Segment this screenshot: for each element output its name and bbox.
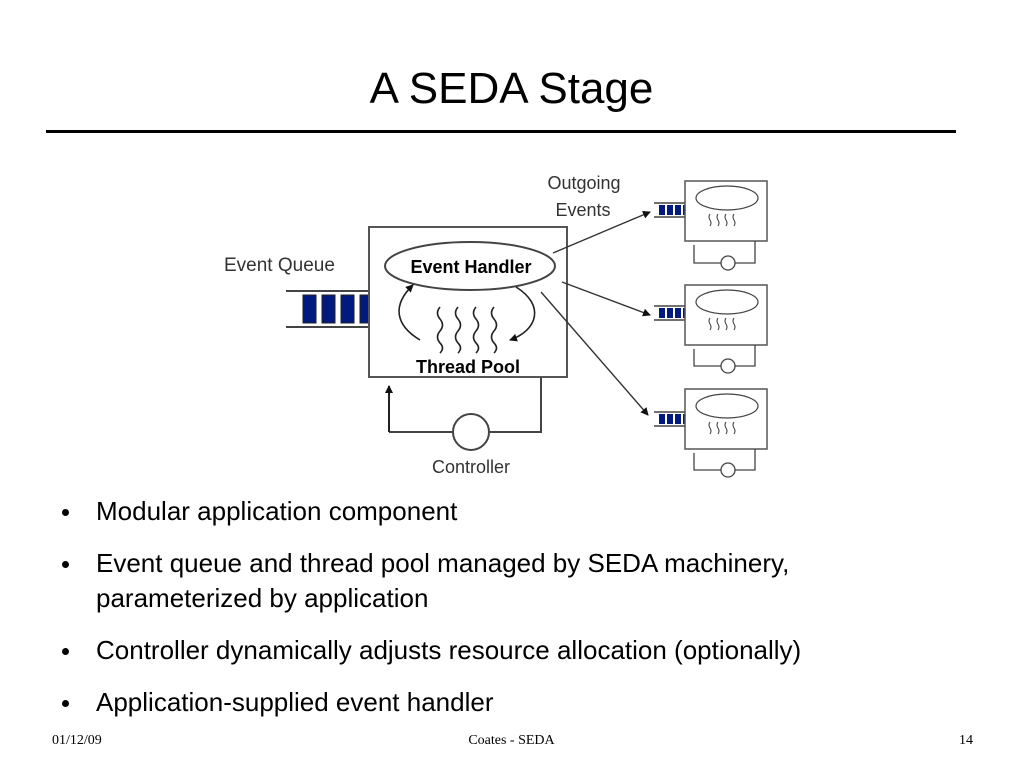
outgoing-label-line2: Events (555, 200, 610, 220)
controller-circle (452, 413, 490, 451)
title-rule (46, 130, 956, 133)
event-queue-label: Event Queue (224, 255, 335, 276)
downstream-stage-3 (654, 388, 768, 478)
bullet-text: Event queue and thread pool managed by S… (96, 548, 790, 613)
controller-loop (385, 377, 542, 451)
downstream-stage-2 (654, 284, 768, 374)
outgoing-arrows (540, 211, 651, 416)
bullet-text: Modular application component (96, 496, 458, 526)
footer-page-number: 14 (959, 733, 973, 748)
footer-date: 01/12/09 (52, 733, 102, 748)
bullet-list: Modular application component Event queu… (62, 494, 962, 737)
bullet-item: Event queue and thread pool managed by S… (62, 546, 962, 616)
event-handler-label: Event Handler (410, 257, 531, 277)
bullet-text: Application-supplied event handler (96, 687, 494, 717)
bullet-item: Modular application component (62, 494, 962, 529)
bullet-item: Application-supplied event handler (62, 685, 962, 720)
bullet-text: Controller dynamically adjusts resource … (96, 635, 802, 665)
bullet-dot (62, 561, 69, 568)
thread-pool-label: Thread Pool (416, 357, 520, 377)
event-queue (286, 290, 374, 328)
bullet-item: Controller dynamically adjusts resource … (62, 633, 962, 668)
bullet-dot (62, 509, 69, 516)
bullet-dot (62, 648, 69, 655)
bullet-dot (62, 700, 69, 707)
slide-title: A SEDA Stage (369, 64, 654, 113)
footer-center-text: Coates - SEDA (468, 733, 555, 748)
outgoing-label-line1: Outgoing (547, 173, 620, 193)
event-handler-ellipse (384, 241, 556, 291)
controller-label: Controller (432, 457, 510, 477)
handler-loop-arrow-left (398, 284, 421, 341)
thread-squiggles (436, 306, 498, 354)
handler-loop-arrow-right (509, 286, 536, 342)
downstream-stage-1 (654, 180, 768, 271)
